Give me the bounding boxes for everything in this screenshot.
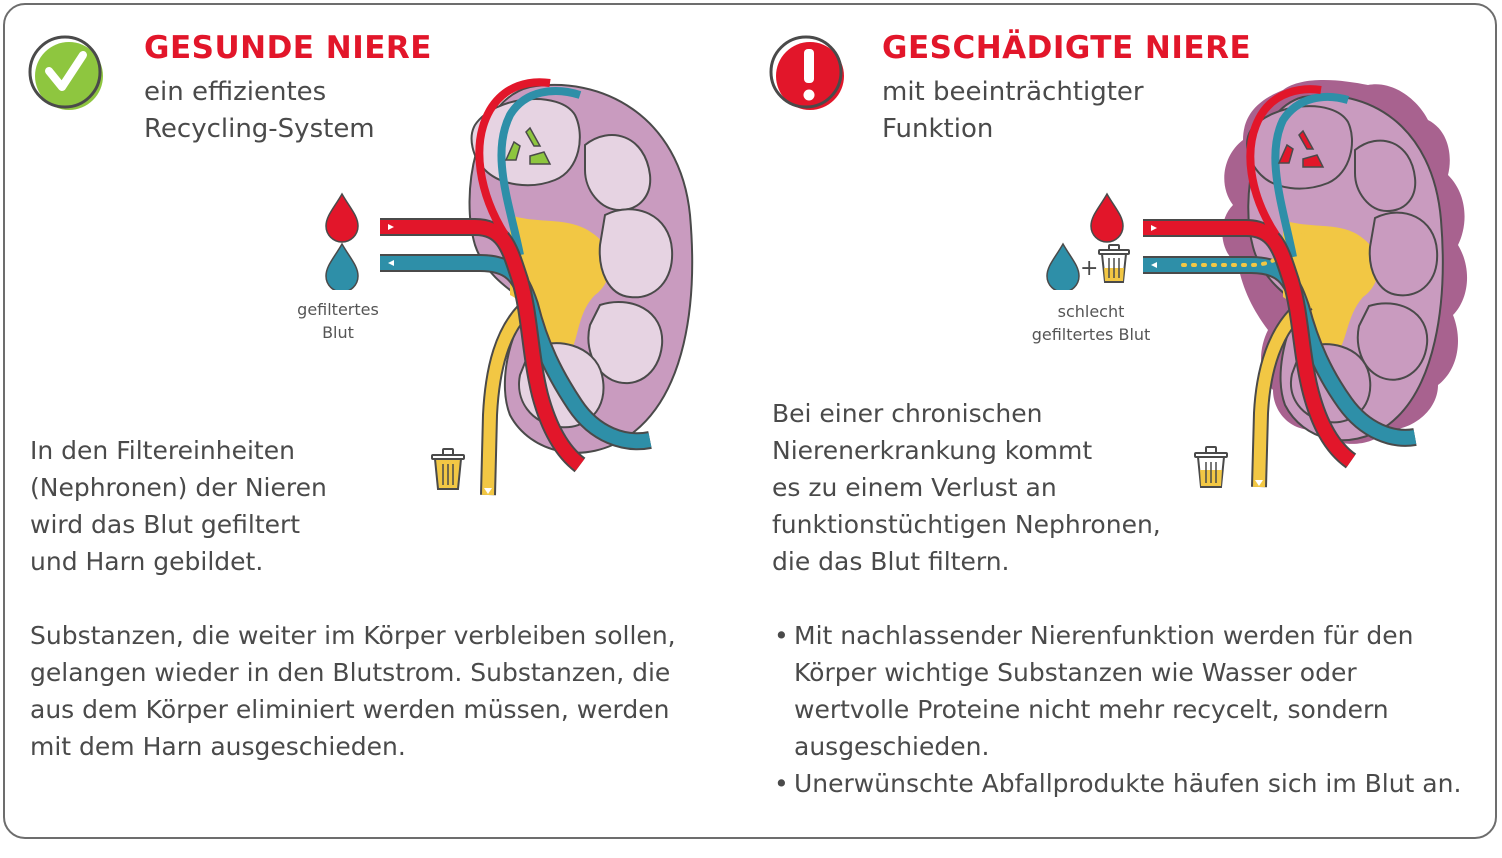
blood-waste-icons — [1046, 192, 1130, 290]
checkmark-icon — [28, 35, 103, 110]
bullet-line: wertvolle Proteine nicht mehr recycelt, … — [794, 695, 1389, 724]
damaged-kidney-illustration — [1143, 80, 1468, 488]
healthy-kidney-panel: GESUNDE NIERE ein effizientes Recycling-… — [0, 0, 750, 858]
damaged-title: GESCHÄDIGTE NIERE — [882, 30, 1252, 66]
healthy-subtitle-line: Recycling-System — [144, 114, 375, 144]
damaged-caption: schlecht gefiltertes Blut — [1021, 300, 1161, 346]
bullet-item: Mit nachlassender Nierenfunktion werden … — [772, 617, 1461, 765]
renal-artery-upper — [1246, 85, 1322, 238]
healthy-title: GESUNDE NIERE — [144, 30, 432, 66]
healthy-explanation-line: aus dem Körper eliminiert werden müssen,… — [30, 695, 670, 724]
healthy-explanation-line: gelangen wieder in den Blutstrom. Substa… — [30, 658, 671, 687]
damaged-description-line: die das Blut filtern. — [772, 547, 1010, 576]
trash-can-icon — [1194, 446, 1228, 488]
healthy-explanation-line: Substanzen, die weiter im Körper verblei… — [30, 621, 676, 650]
damaged-bullet-list: Mit nachlassender Nierenfunktion werden … — [772, 617, 1461, 802]
healthy-caption: gefiltertes Blut — [280, 298, 396, 344]
renal-vein-upper — [1271, 92, 1350, 258]
recycle-icon — [1277, 129, 1325, 168]
healthy-description-line: (Nephronen) der Nieren — [30, 473, 327, 502]
damaged-description-line: Nierenerkrankung kommt — [772, 436, 1093, 465]
renal-artery-upper — [475, 78, 551, 238]
healthy-explanation: Substanzen, die weiter im Körper verblei… — [30, 617, 676, 765]
bullet-item: Unerwünschte Abfallprodukte häufen sich … — [772, 765, 1461, 802]
bullet-line: Mit nachlassender Nierenfunktion werden … — [794, 621, 1414, 650]
medulla-lobe — [587, 300, 664, 385]
blood-drop-blue-icon — [325, 242, 359, 290]
blood-drops-icon — [325, 192, 359, 290]
bullet-line: Unerwünschte Abfallprodukte häufen sich … — [794, 769, 1462, 798]
recycle-icon — [504, 126, 552, 165]
damaged-description-line: funktionstüchtigen Nephronen, — [772, 510, 1161, 539]
damaged-subtitle-line: Funktion — [882, 114, 994, 144]
blood-drop-red-icon — [325, 192, 359, 243]
damaged-description-line: Bei einer chronischen — [772, 399, 1043, 428]
damaged-description-line: es zu einem Verlust an — [772, 473, 1057, 502]
healthy-caption-line: Blut — [322, 323, 354, 342]
medulla-lobe — [1368, 211, 1439, 297]
healthy-caption-line: gefiltertes — [297, 300, 379, 319]
damaged-kidney-panel: GESCHÄDIGTE NIERE mit beeinträchtigter F… — [751, 0, 1502, 858]
bullet-line: Körper wichtige Substanzen wie Wasser od… — [794, 658, 1357, 687]
healthy-subtitle: ein effizientes Recycling-System — [144, 74, 375, 148]
damaged-caption-line: schlecht — [1057, 302, 1125, 321]
renal-vein-upper — [497, 87, 582, 256]
damaged-description: Bei einer chronischen Nierenerkrankung k… — [772, 395, 1161, 580]
exclamation-icon — [769, 35, 844, 110]
medulla-lobe — [1356, 302, 1429, 381]
healthy-subtitle-line: ein effizientes — [144, 77, 327, 107]
healthy-description-line: und Harn gebildet. — [30, 547, 264, 576]
healthy-description: In den Filtereinheiten (Nephronen) der N… — [30, 432, 327, 580]
bullet-line: ausgeschieden. — [794, 732, 990, 761]
healthy-kidney-illustration — [380, 78, 694, 496]
trash-can-icon — [1098, 244, 1130, 283]
healthy-explanation-line: mit dem Harn ausgeschieden. — [30, 732, 406, 761]
damaged-caption-line: gefiltertes Blut — [1031, 325, 1151, 344]
damaged-subtitle-line: mit beeinträchtigter — [882, 77, 1144, 107]
plus-sign: + — [1080, 256, 1099, 281]
blood-drop-blue-icon — [1046, 242, 1080, 290]
healthy-description-line: wird das Blut gefiltert — [30, 510, 301, 539]
waste-particles — [1181, 233, 1305, 267]
trash-can-icon — [431, 448, 465, 490]
damaged-subtitle: mit beeinträchtigter Funktion — [882, 74, 1144, 148]
healthy-description-line: In den Filtereinheiten — [30, 436, 295, 465]
medulla-lobe — [584, 134, 652, 212]
blood-drop-red-icon — [1090, 192, 1124, 243]
medulla-lobe — [1354, 139, 1417, 213]
medulla-lobe — [598, 208, 674, 299]
